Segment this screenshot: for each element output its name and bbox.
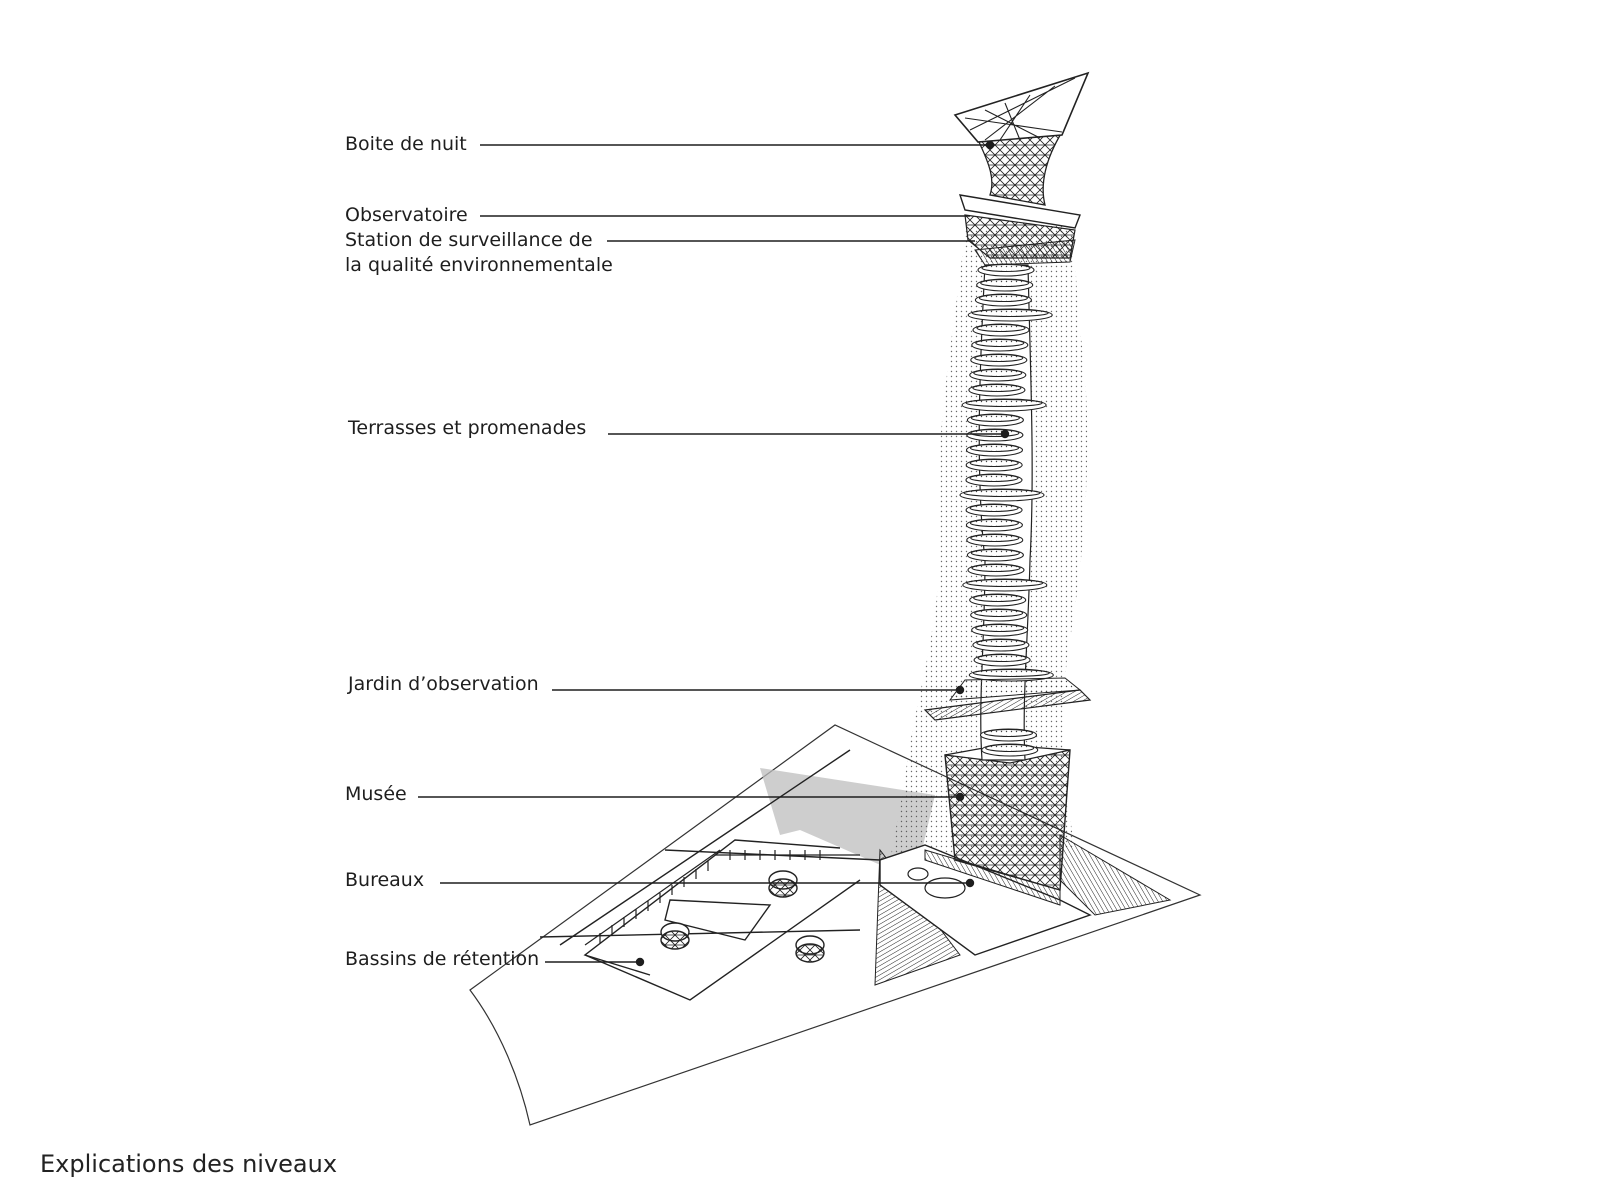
terrace-disc-surface bbox=[985, 743, 1035, 753]
terrace-disc-surface bbox=[965, 398, 1043, 408]
label-observatory: Observatoire bbox=[345, 204, 468, 226]
terrace-disc-surface bbox=[970, 548, 1020, 558]
terrace-disc-surface bbox=[977, 653, 1027, 663]
terrace-disc-surface bbox=[981, 263, 1031, 273]
figure-caption: Explications des niveaux bbox=[40, 1150, 338, 1178]
observation-garden-top bbox=[948, 677, 1082, 701]
terrace-disc-surface bbox=[972, 383, 1022, 393]
label-monitoring-line1: Station de surveillance de bbox=[345, 229, 593, 251]
office-podium bbox=[879, 844, 1092, 956]
nightclub-lattice bbox=[977, 131, 1064, 206]
label-nightclub: Boite de nuit bbox=[345, 133, 467, 155]
observation-garden-plate bbox=[923, 689, 1092, 721]
terrace-disc-surface bbox=[969, 518, 1019, 528]
monitoring-truss bbox=[974, 239, 1076, 266]
terrace-disc-surface bbox=[974, 353, 1024, 363]
terrace-disc-surface bbox=[971, 308, 1049, 318]
terrace-disc-surface bbox=[974, 608, 1024, 618]
label-garden: Jardin d’observation bbox=[348, 673, 539, 695]
terrace-disc-surface bbox=[969, 473, 1019, 483]
roof-truss bbox=[964, 77, 1076, 141]
terrace-disc-surface bbox=[976, 638, 1026, 648]
terrace-disc-surface bbox=[980, 278, 1030, 288]
terrace-disc-surface bbox=[978, 293, 1028, 303]
terrace-disc-surface bbox=[966, 578, 1044, 588]
terrace-disc-surface bbox=[969, 503, 1019, 513]
label-basins: Bassins de rétention bbox=[345, 948, 540, 970]
observatory-deck bbox=[958, 194, 1081, 229]
terrace-disc-surface bbox=[969, 443, 1020, 453]
terrace-disc-surface bbox=[972, 668, 1050, 678]
terrace-disc-surface bbox=[975, 338, 1025, 348]
terrace-disc-surface bbox=[973, 368, 1023, 378]
terrace-disc-surface bbox=[970, 533, 1020, 543]
terrace-disc-surface bbox=[975, 623, 1025, 633]
terrace-disc-surface bbox=[976, 323, 1026, 333]
terrace-disc-surface bbox=[970, 428, 1020, 438]
tower-shadow bbox=[760, 768, 935, 880]
terrace-disc-surface bbox=[971, 563, 1021, 573]
terrace-disc-surface bbox=[969, 458, 1019, 468]
label-museum: Musée bbox=[345, 783, 407, 805]
terrace-disc-surface bbox=[970, 413, 1020, 423]
terrace-disc-surface bbox=[983, 728, 1034, 738]
museum-underside bbox=[924, 849, 1061, 906]
label-offices: Bureaux bbox=[345, 869, 425, 891]
skylight-small bbox=[907, 867, 929, 881]
skylight-large bbox=[924, 877, 966, 899]
terrace-disc-surface bbox=[973, 593, 1023, 603]
terrace-disc-surface bbox=[963, 488, 1041, 498]
label-terraces: Terrasses et promenades bbox=[348, 417, 587, 439]
terrace-discs bbox=[959, 263, 1054, 757]
railings bbox=[584, 849, 860, 946]
label-monitoring-line2: la qualité environnementale bbox=[345, 254, 613, 276]
